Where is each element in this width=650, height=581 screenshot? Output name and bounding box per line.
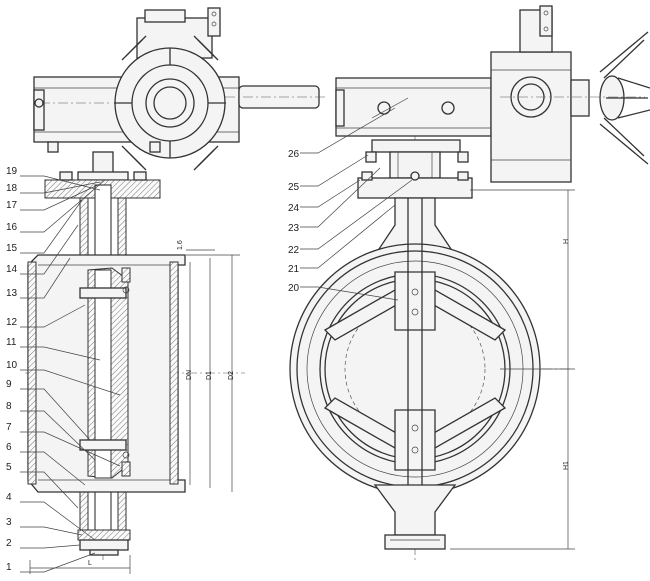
callout-21: 21 [288, 264, 300, 275]
dim-dn: DN [186, 370, 193, 380]
callout-25: 25 [288, 182, 300, 193]
dimensions-right: H H1 [450, 189, 575, 550]
leaders-left [20, 175, 121, 573]
leaders-right [300, 107, 413, 301]
callout-4: 4 [6, 492, 12, 503]
dim-h1: H1 [563, 461, 570, 470]
callout-5: 5 [6, 462, 12, 473]
callout-18: 18 [6, 183, 18, 194]
dim-h: H [563, 239, 570, 244]
front-view: H H1 26 25 24 23 22 21 20 [288, 5, 650, 560]
callout-2: 2 [6, 538, 12, 549]
callout-8: 8 [6, 401, 12, 412]
callout-24: 24 [288, 203, 300, 214]
callout-26: 26 [288, 149, 300, 160]
callouts-right: 26 25 24 23 22 21 20 [288, 149, 300, 294]
callout-15: 15 [6, 243, 18, 254]
callout-14: 14 [6, 264, 18, 275]
callout-9: 9 [6, 379, 12, 390]
callout-1: 1 [6, 562, 12, 573]
valve-body-left [27, 254, 186, 493]
callout-12: 12 [6, 317, 18, 328]
callout-13: 13 [6, 288, 18, 299]
dim-d1: D1 [206, 371, 213, 380]
callout-3: 3 [6, 517, 12, 528]
callout-10: 10 [6, 360, 18, 371]
callout-11: 11 [6, 337, 17, 348]
callout-17: 17 [6, 200, 18, 211]
section-view: L 1.6 DN D1 D2 [6, 7, 325, 574]
callout-23: 23 [288, 223, 300, 234]
callout-20: 20 [288, 283, 300, 294]
gearbox-left [33, 7, 325, 171]
dim-l: L [88, 560, 92, 567]
callout-7: 7 [6, 422, 12, 433]
valve-body-right [289, 198, 541, 550]
callout-16: 16 [6, 222, 18, 233]
dim-d2: D2 [228, 371, 235, 380]
dim-face: 1.6 [177, 240, 184, 250]
dimensions-left: L 1.6 DN D1 D2 [29, 240, 240, 574]
callout-6: 6 [6, 442, 12, 453]
callout-19: 19 [6, 166, 18, 177]
top-flange-right [357, 139, 473, 256]
bottom-cap-left [77, 529, 131, 556]
callouts-left: 19 18 17 16 15 14 13 12 11 10 9 8 7 6 5 … [6, 166, 18, 573]
gearbox-right [335, 5, 650, 183]
callout-22: 22 [288, 245, 300, 256]
